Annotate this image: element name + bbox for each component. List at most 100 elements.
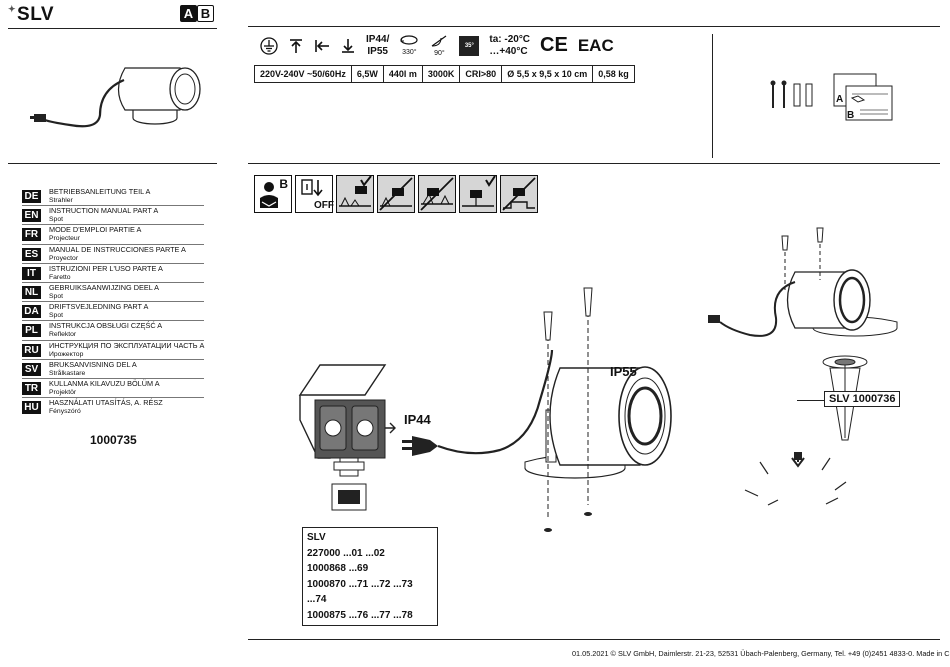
rotate-icon — [400, 35, 418, 45]
part-indicator: A B — [180, 5, 214, 22]
language-subtitle: Faretto — [49, 273, 71, 281]
language-title: MANUAL DE INSTRUCCIONES PARTE A — [49, 244, 186, 254]
power-off-icon: OFF — [295, 175, 334, 213]
language-code: SV — [22, 362, 41, 376]
language-subtitle: Spot — [49, 312, 63, 320]
read-manual-icon: B — [254, 175, 292, 213]
spec-table-row: 220V-240V ~50/60Hz 6,5W 440l m 3000K CRI… — [254, 65, 635, 83]
compat-line: 1000868 ...69 — [307, 563, 369, 574]
cri-cell: CRI>80 — [459, 65, 503, 83]
outdoor-socket-drawing — [298, 364, 387, 511]
mounting-allowed-icon-2 — [377, 175, 415, 213]
sheet-a-letter: A — [836, 94, 843, 105]
weight-cell: 0,58 kg — [592, 65, 635, 83]
language-subtitle: Proyector — [49, 254, 79, 262]
footer-rule — [248, 639, 940, 640]
divider — [8, 28, 217, 29]
language-code: PL — [22, 324, 41, 338]
language-code: EN — [22, 209, 41, 223]
language-title: BRUKSANVISNING DEL A — [49, 359, 137, 369]
language-subtitle: Spot — [49, 216, 63, 224]
footer-text: 01.05.2021 © SLV GmbH, Daimlerstr. 21-23… — [572, 649, 950, 658]
off-label: OFF — [314, 200, 334, 211]
language-code: HU — [22, 401, 41, 415]
colour-temp-cell: 3000K — [421, 65, 461, 83]
mounting-allowed-icon-1 — [336, 175, 374, 213]
language-subtitle: Strahler — [49, 197, 73, 204]
ip44-label: IP44 — [404, 412, 431, 427]
language-subtitle: Strålkastare — [49, 369, 86, 377]
language-title: MODE D'EMPLOI PARTIE A — [49, 225, 142, 235]
rotation-spec: 330° — [399, 34, 419, 57]
tilt-spec: 90° — [429, 33, 449, 58]
left-rule — [8, 163, 217, 164]
dimensions-cell: Ø 5,5 x 9,5 x 10 cm — [501, 65, 594, 83]
mount-angle-icon: 35° — [459, 35, 480, 56]
mounting-allowed-icon-4 — [459, 175, 497, 213]
mounting-allowed-icon-3 — [418, 175, 456, 213]
sheet-b-letter: B — [847, 110, 854, 121]
spike-leader-line — [797, 400, 824, 401]
header-bottom-rule — [248, 163, 940, 164]
language-title: GEBRUIKSAANWIJZING DEEL A — [49, 282, 160, 292]
language-subtitle: Fényszóró — [49, 408, 81, 416]
power-cell: 6,5W — [350, 65, 384, 83]
language-code: ES — [22, 247, 41, 261]
language-title: BETRIEBSANLEITUNG TEIL A — [49, 187, 151, 196]
ambient-temp: ta: -20°C…+40°C — [489, 33, 531, 57]
language-code: NL — [22, 285, 41, 299]
compat-line: 1000870 ...71 ...72 ...73 ...74 — [307, 578, 413, 606]
ip-rating: IP44/IP55 — [366, 33, 390, 57]
brand-logo: ✦SLV — [8, 4, 55, 25]
spec-table: 220V-240V ~50/60Hz 6,5W 440l m 3000K CRI… — [254, 65, 635, 83]
part-b-badge: B — [197, 5, 214, 22]
header-vertical-rule — [712, 34, 713, 158]
lumen-cell: 440l m — [382, 65, 423, 83]
product-illustration — [30, 67, 201, 128]
article-number: 1000735 — [90, 433, 137, 447]
header-top-rule — [248, 26, 940, 27]
voltage-cell: 220V-240V ~50/60Hz — [254, 65, 352, 83]
manual-b-letter: B — [279, 177, 288, 191]
language-subtitle: Ирожектор — [49, 350, 84, 358]
language-subtitle: Projektör — [49, 388, 77, 396]
language-title: INSTRUCTION MANUAL PART A — [49, 206, 159, 216]
ce-mark-icon: CE — [540, 34, 568, 56]
manual-sheets-icon: A B — [833, 73, 893, 121]
part-a-badge: A — [180, 5, 197, 22]
language-title: DRIFTSVEJLEDNING PART A — [49, 302, 149, 312]
mounting-allowed-icon-5 — [500, 175, 538, 213]
installation-drawing — [298, 227, 898, 532]
spec-icons: IP44/IP55 330° 90° 35° ta: -20°C…+40°C C… — [260, 33, 614, 58]
spark-icon: ✦ — [8, 4, 17, 14]
wall-mount-icon — [315, 39, 329, 52]
compat-line: 1000875 ...76 ...77 ...78 — [307, 609, 413, 621]
language-subtitle: Spot — [49, 292, 63, 300]
compat-title: SLV — [307, 532, 326, 543]
language-code: IT — [22, 266, 41, 280]
language-title: INSTRUKCJA OBSŁUGI CZĘŚĆ A — [49, 321, 163, 331]
compatible-sockets-box: SLV 227000 ...01 ...02 1000868 ...69 100… — [302, 527, 438, 626]
screws-and-dowels-icon — [770, 80, 813, 108]
language-code: RU — [22, 343, 41, 357]
language-code: TR — [22, 381, 41, 395]
language-code: DE — [22, 190, 41, 203]
floor-mount-icon — [342, 38, 354, 53]
installation-pictograms: B OFF — [254, 175, 538, 213]
ceiling-mount-icon — [290, 38, 302, 53]
language-title: ИНСТРУКЦИЯ ПО ЭКСПЛУАТАЦИИ ЧАСТЬ А — [49, 340, 205, 350]
language-subtitle: Reflektor — [49, 331, 77, 339]
language-code: DA — [22, 305, 41, 319]
